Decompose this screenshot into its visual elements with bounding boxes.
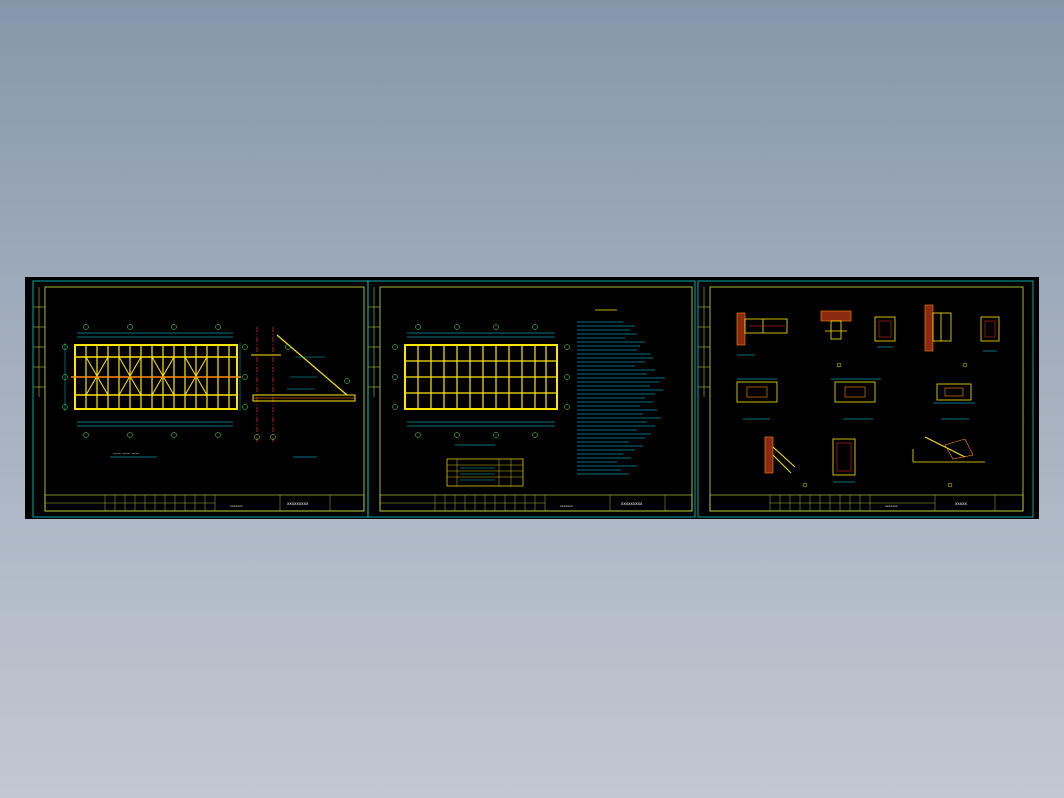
sheet-3-detail-row-2 [736,378,975,420]
sheet-2-design-notes [577,309,665,475]
sheet-2-framing-plan [392,324,570,446]
sheet-2-outer-frame [367,280,696,518]
sheet-2-binding-strip [368,287,380,397]
sheet-3-connection-details[interactable]: xxxxx xxxxxxx [697,280,1034,518]
sheet-3-title-text: xxxxx [955,501,967,506]
sheet-3-title-block: xxxxx xxxxxxx [709,494,1024,512]
sheet-1-roof-plan[interactable]: —— —— —— [32,280,369,518]
sheet-3-detail-row-1 [736,304,1000,368]
sheet-2-purlin-plan[interactable]: xxxxxxxxx xxxxxxx [367,280,696,518]
sheet-2-title-text: xxxxxxxxx [621,501,643,506]
sheet-2-inner-frame [379,286,693,512]
sheet-1-footer-text: xxxxxxx [230,504,243,508]
sheet-3-footer-text: xxxxxxx [885,504,898,508]
svg-text:—— —— ——: —— —— —— [113,451,140,456]
sheet-1-section-detail [251,327,356,458]
sheet-3-outer-frame [697,280,1034,518]
sheet-3-detail-row-3 [764,436,985,488]
sheet-3-inner-frame [709,286,1024,512]
sheet-2-footer-text: xxxxxxx [560,504,573,508]
sheet-1-title-text: xxxxxxxxx [287,501,309,506]
sheet-1-framing-plan: —— —— —— [62,324,248,458]
cad-drawing-viewport[interactable]: —— —— —— [25,277,1039,519]
sheet-1-inner-frame [44,286,365,512]
sheet-3-binding-strip [698,287,710,397]
sheet-2-title-block: xxxxxxxxx xxxxxxx [379,494,693,512]
sheet-2-material-table [446,458,524,487]
sheet-1-title-block: xxxxxxxxx xxxxxxx [44,494,365,512]
sheet-1-binding-strip [33,287,45,397]
cad-drawing-canvas: —— —— —— [32,280,1034,518]
sheet-1-outer-frame [32,280,369,518]
